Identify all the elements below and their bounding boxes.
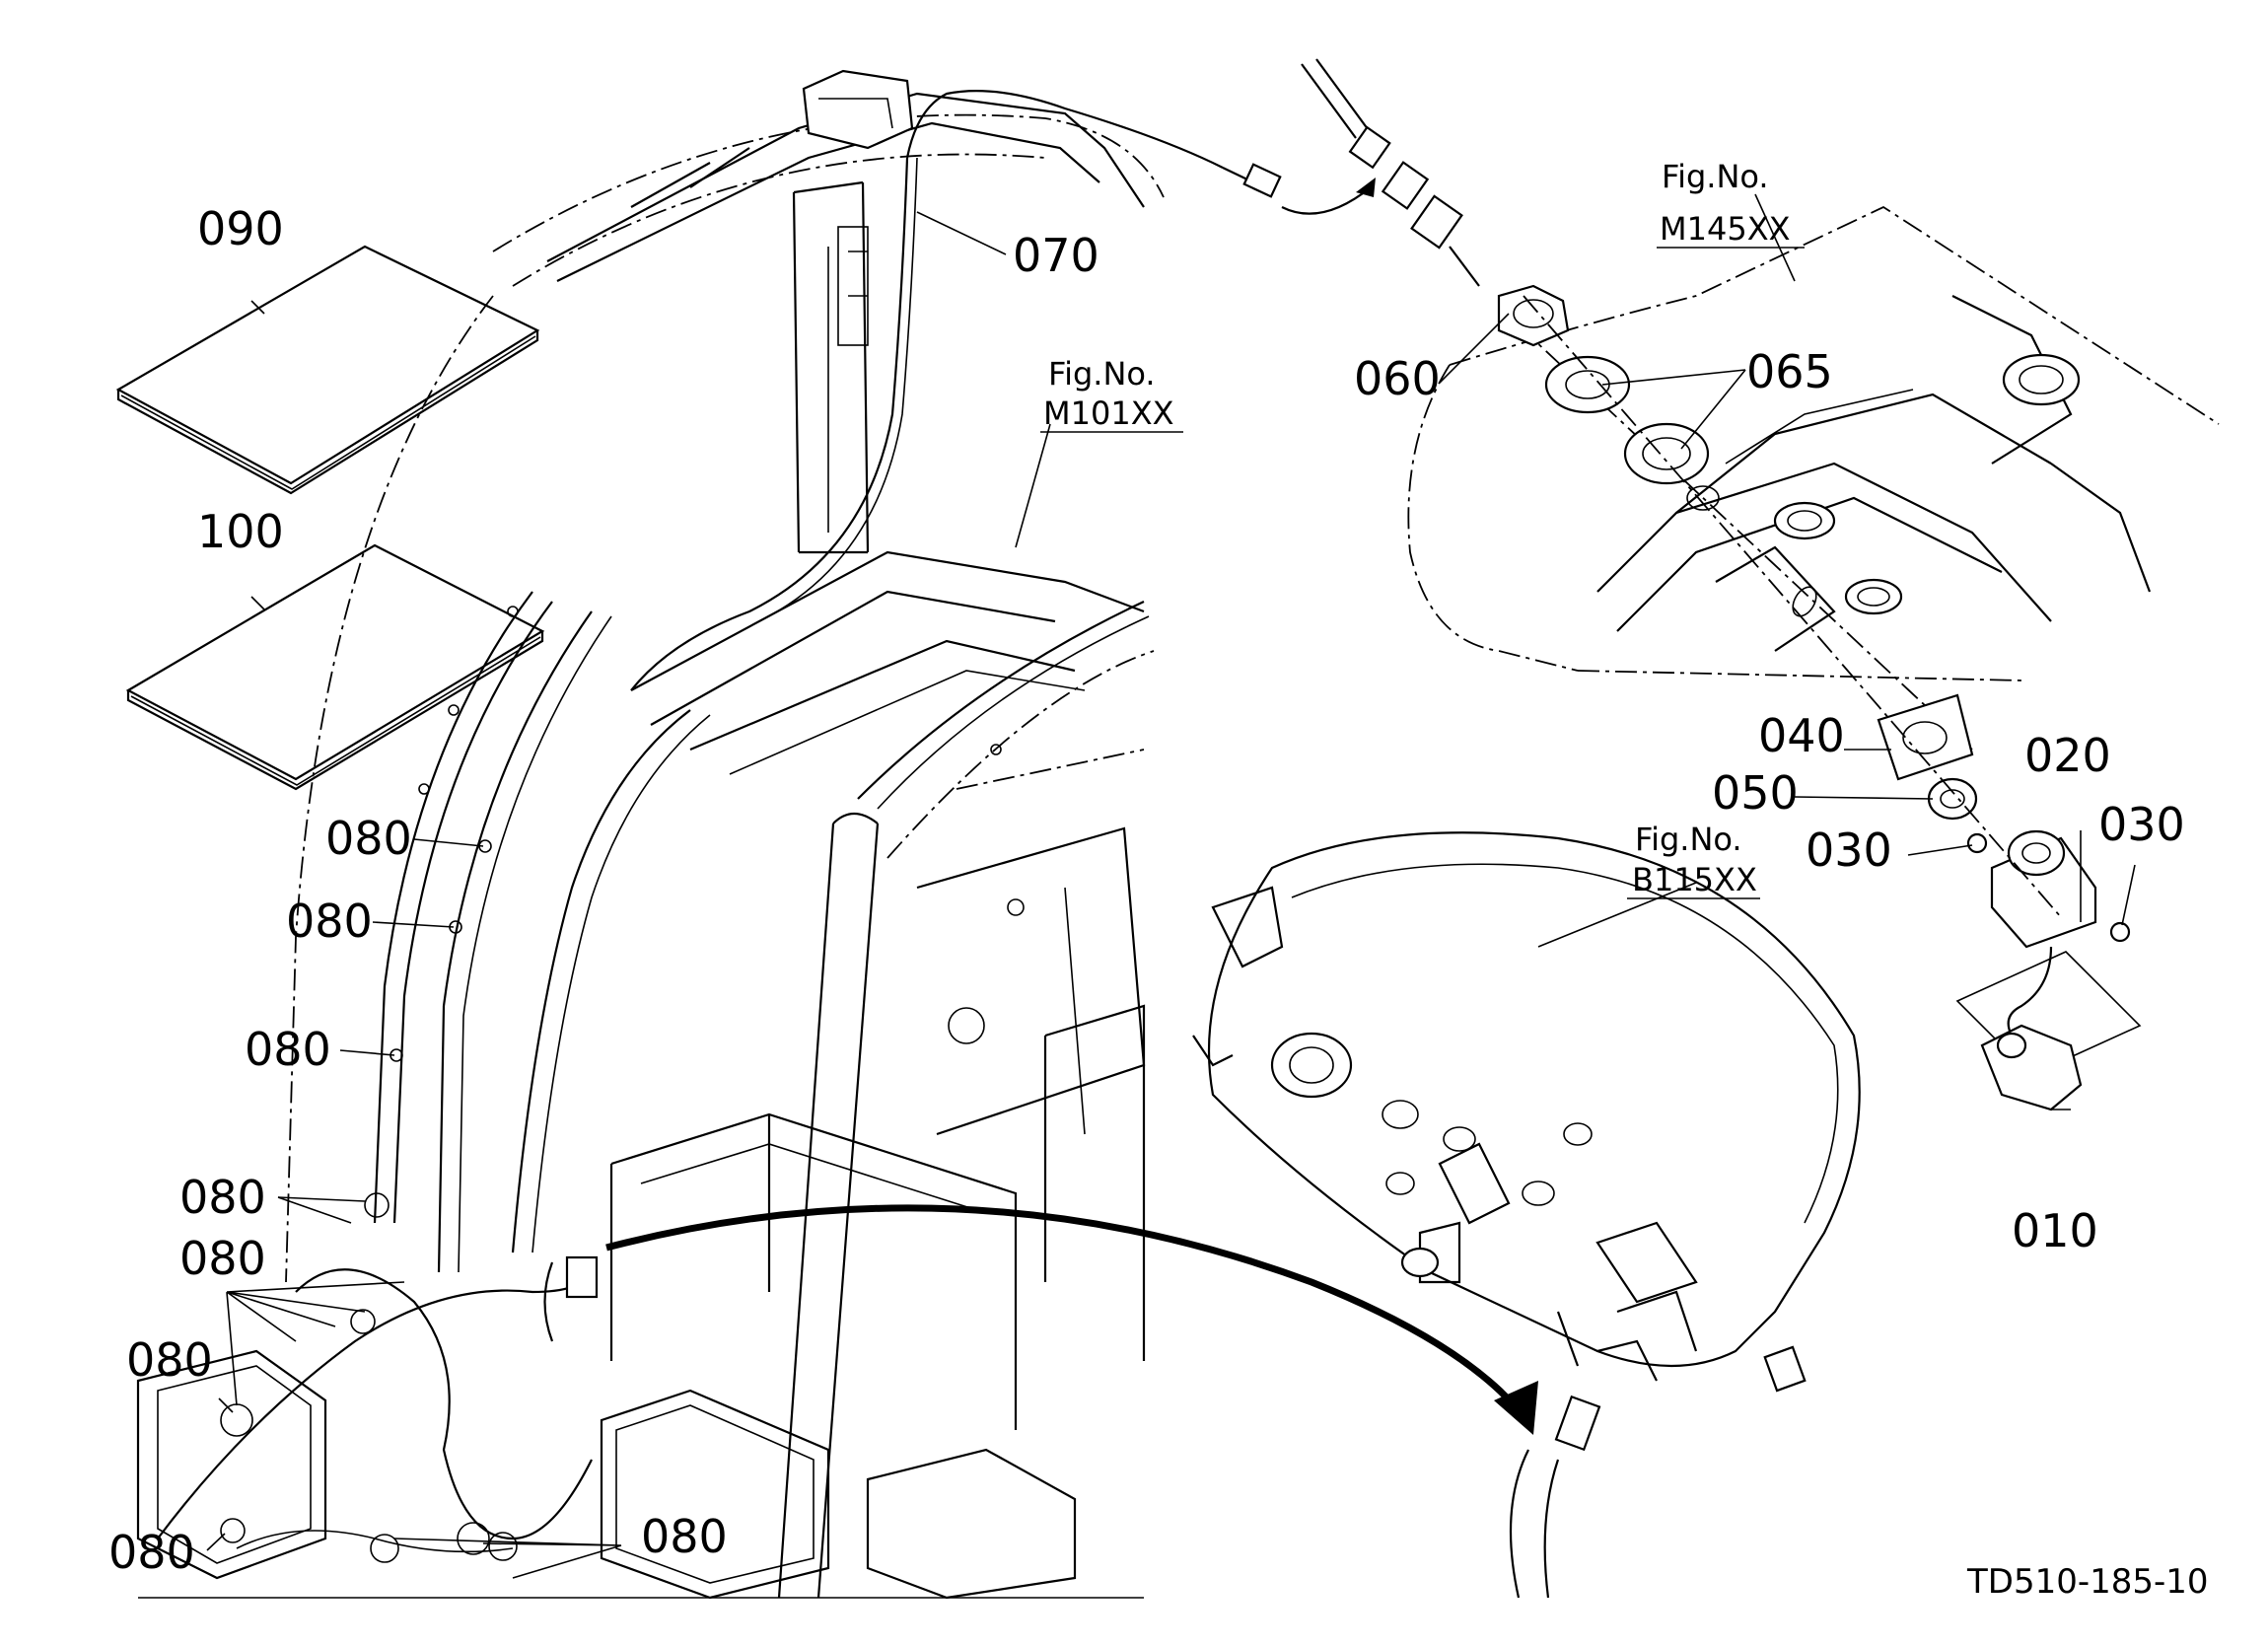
manual-book-100 [125,543,545,791]
label-020: 020 [2024,729,2111,782]
fig-ref-title: Fig.No. [1662,158,1769,195]
figure-ref-m145: Fig.No. M145XX [1657,158,1805,249]
connection-arrow [605,1204,1538,1435]
label-080-b: 080 [286,895,373,948]
figure-ref-m101: Fig.No. M101XX [1040,355,1183,433]
label-070: 070 [1013,229,1099,282]
leader-lines [206,193,2136,1579]
label-080-e: 080 [179,1232,266,1285]
label-040: 040 [1758,709,1845,762]
antenna-cable [1222,58,1480,287]
cab-frame [136,69,1224,1600]
label-080-g: 080 [108,1526,195,1579]
label-080-f: 080 [126,1333,213,1387]
label-080-a: 080 [325,812,412,865]
label-080-c: 080 [245,1023,331,1076]
bracket-020 [1990,829,2097,949]
fig-ref-title: Fig.No. [1635,821,1742,858]
label-060: 060 [1354,352,1441,405]
label-010: 010 [2012,1204,2098,1257]
gasket-040 [1877,693,1974,781]
label-030-right: 030 [2098,798,2185,851]
label-080-h: 080 [641,1510,728,1563]
label-050: 050 [1712,766,1799,820]
label-100: 100 [197,505,284,558]
label-030-left: 030 [1806,824,1892,877]
cab-roof-detail [1407,205,2220,751]
fig-ref-code: B115XX [1632,861,1757,898]
fig-ref-code: M101XX [1043,394,1174,432]
assembly-axis [1523,295,2062,918]
label-080-d: 080 [179,1171,266,1224]
instrument-cluster [1192,831,1861,1393]
antenna-nut-060 [1497,284,1570,347]
label-065: 065 [1746,345,1833,398]
part-labels: 090 100 070 060 065 040 050 020 030 030 … [108,202,2185,1579]
antenna-unit-010 [1955,946,2142,1111]
fig-ref-title: Fig.No. [1048,355,1156,393]
drawing-code: TD510-185-10 [1966,1562,2209,1602]
fig-ref-code: M145XX [1660,210,1791,248]
screw-030 [1966,832,2131,943]
grommet-050 [1927,777,1978,821]
washer-065 [1544,355,1710,485]
cluster-connector [1509,1395,1601,1599]
label-090: 090 [197,202,284,255]
figure-ref-b115: Fig.No. B115XX [1627,821,1760,899]
manual-book-090 [115,245,540,495]
